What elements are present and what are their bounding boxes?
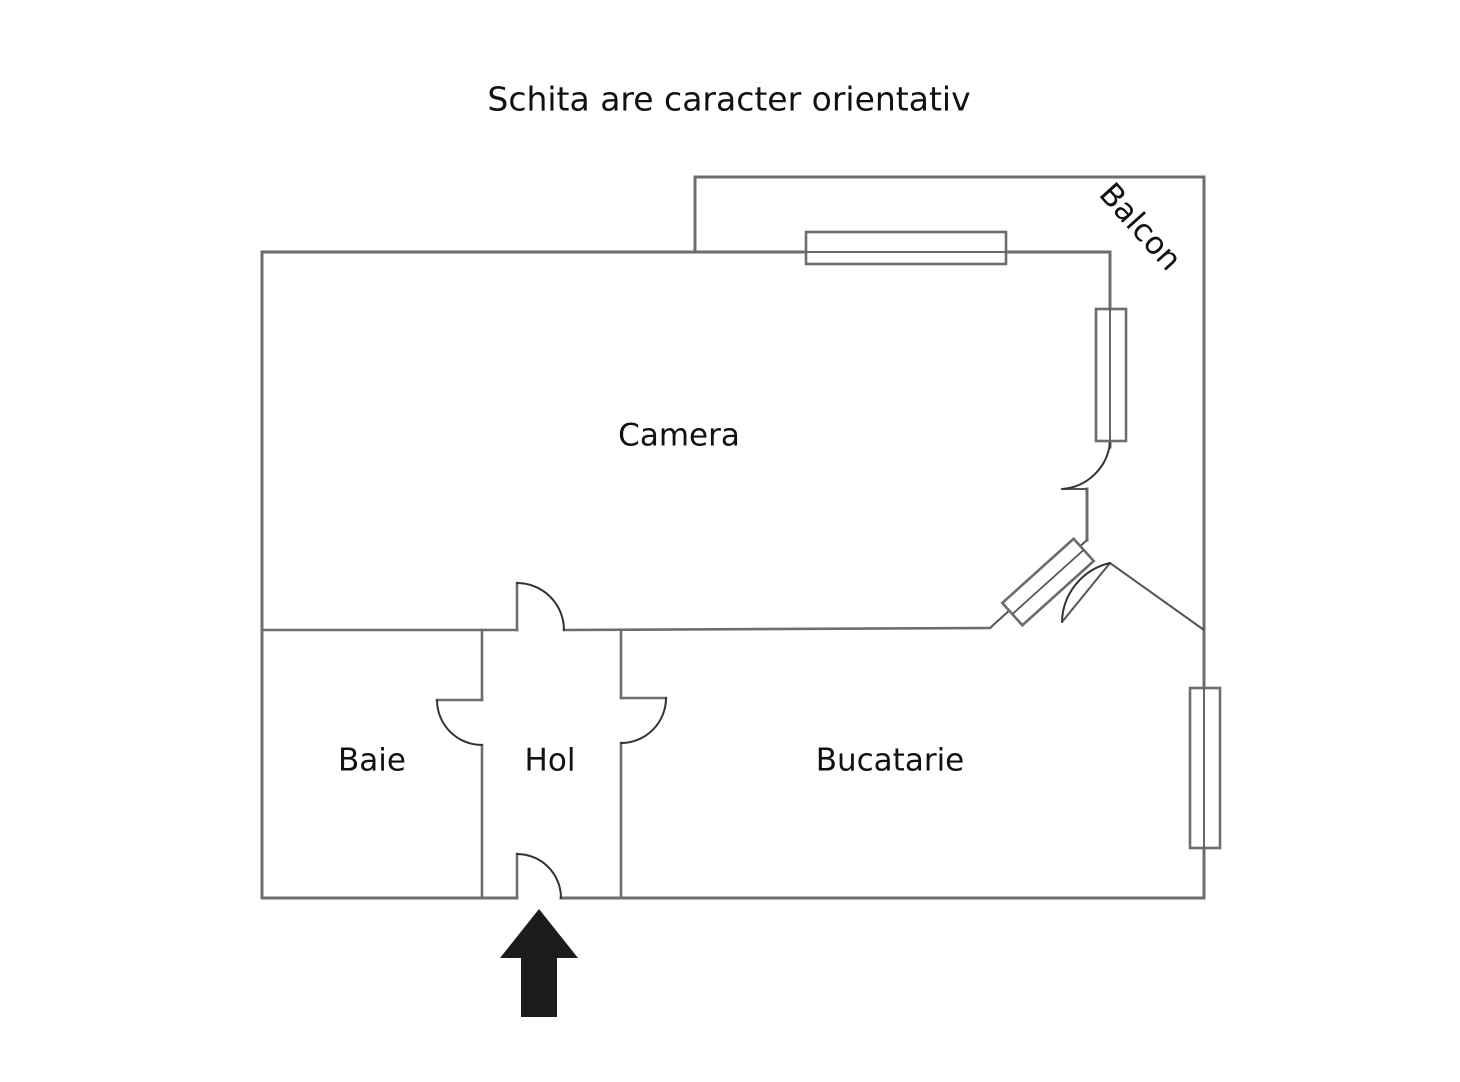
window-camera-east-frame — [1094, 307, 1128, 443]
bucatarie-angled-upper — [1061, 562, 1111, 623]
room-label-hol: Hol — [525, 743, 576, 779]
window-bucatarie-angled-mullion — [1011, 549, 1085, 615]
room-label-camera: Camera — [618, 418, 740, 454]
interior-divider-group — [260, 626, 992, 632]
window-camera-east — [1094, 307, 1128, 443]
door-bucatarie — [619, 696, 668, 744]
door-baie-arc — [436, 699, 483, 746]
room-labels-group: Camera Baie Hol Bucatarie Balcon — [338, 176, 1188, 778]
divider-right-segment — [562, 626, 992, 632]
door-camera-balcony — [1061, 442, 1111, 490]
room-label-baie: Baie — [338, 743, 406, 779]
bucatarie-angled-to-east — [1109, 562, 1205, 631]
balcony-outline-group — [693, 175, 1206, 632]
windows-group — [804, 230, 1222, 850]
camera-walls-group — [260, 250, 1112, 900]
room-label-bucatarie: Bucatarie — [816, 743, 965, 779]
door-baie — [435, 698, 484, 746]
entry-arrow — [500, 909, 578, 1017]
lower-partitions-group — [480, 628, 623, 900]
window-bucatarie-east-frame — [1188, 686, 1222, 850]
doors-group — [435, 442, 1111, 900]
door-camera-balcony-arc — [1061, 442, 1111, 490]
window-camera-north — [804, 230, 1008, 266]
door-bucatarie-exit-arc — [1061, 562, 1111, 623]
page-title: Schita are caracter orientativ — [487, 80, 970, 119]
window-bucatarie-east — [1188, 686, 1222, 850]
door-camera-hol-arc — [516, 582, 565, 631]
window-bucatarie-angled — [1000, 536, 1096, 628]
door-bucatarie-exit — [1061, 562, 1111, 623]
room-label-balcon: Balcon — [1092, 176, 1189, 278]
window-camera-north-frame — [804, 230, 1008, 266]
door-entry — [515, 852, 562, 900]
lower-outer-walls-group — [260, 562, 1206, 900]
door-camera-hol — [515, 581, 565, 632]
door-bucatarie-arc — [620, 697, 667, 744]
door-entry-arc — [516, 853, 562, 899]
